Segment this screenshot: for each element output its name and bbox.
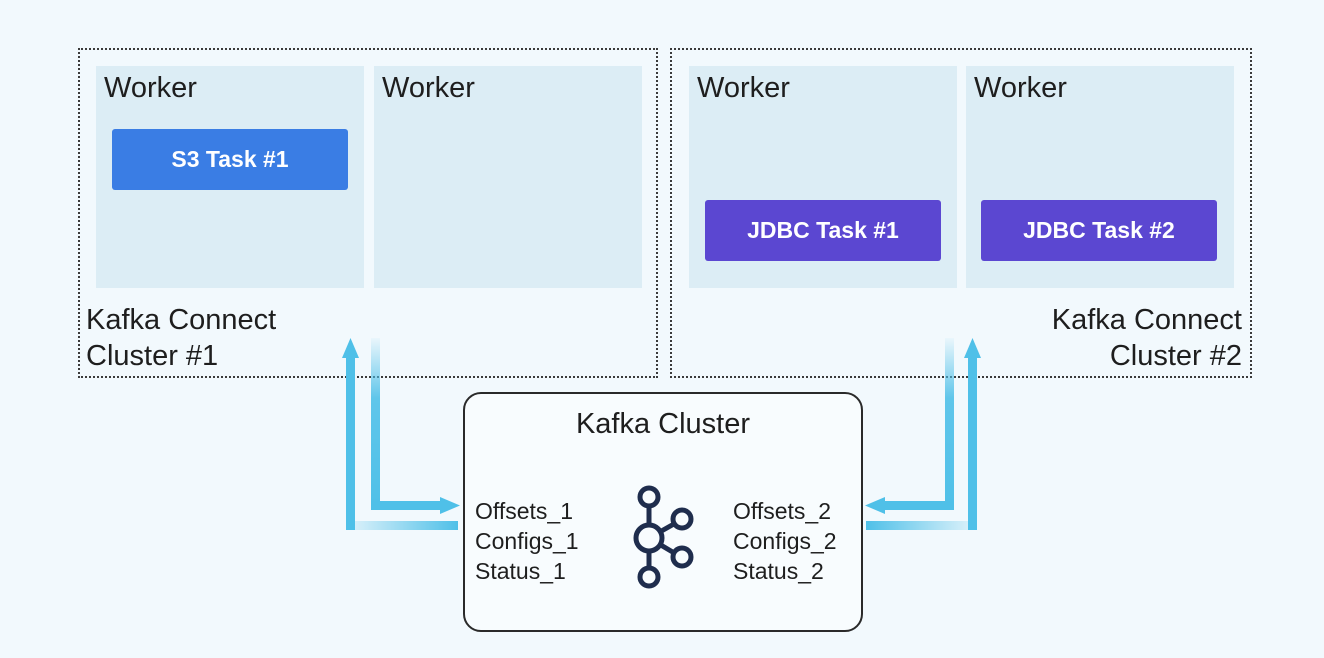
arrow-up-cluster-2 [866, 338, 981, 530]
status-1: Status_1 [475, 558, 566, 584]
status-2: Status_2 [733, 558, 824, 584]
cluster-1-title: Kafka Connect Cluster #1 [86, 302, 276, 374]
worker-2: Worker [374, 66, 642, 288]
s3-task-1: S3 Task #1 [112, 129, 348, 190]
worker-label: Worker [104, 72, 197, 104]
kafka-connect-cluster-1 [78, 48, 658, 378]
arrow-up-cluster-1 [342, 338, 458, 530]
offsets-2: Offsets_2 [733, 498, 832, 524]
cluster-1-title-line1: Kafka Connect [86, 304, 277, 336]
cluster-2-title-line2: Cluster #2 [1109, 340, 1242, 372]
worker-label: Worker [697, 72, 790, 104]
worker-label: Worker [974, 72, 1067, 104]
kafka-connect-cluster-2 [670, 48, 1252, 378]
kafka-cluster-box: Kafka Cluster [463, 392, 863, 632]
kafka-cluster-title: Kafka Cluster [575, 408, 751, 440]
configs-1: Configs_1 [475, 528, 579, 554]
jdbc-task-1: JDBC Task #1 [705, 200, 941, 261]
cluster-1-title-line2: Cluster #1 [86, 340, 219, 372]
configs-2: Configs_2 [733, 528, 837, 554]
topics-cluster-1: Offsets_1 Configs_1 Status_1 [475, 496, 579, 586]
cluster-2-title: Kafka Connect Cluster #2 [1052, 302, 1242, 374]
offsets-1: Offsets_1 [475, 498, 574, 524]
arrow-down-cluster-1 [371, 338, 460, 514]
jdbc-task-2: JDBC Task #2 [981, 200, 1217, 261]
worker-label: Worker [382, 72, 475, 104]
cluster-2-title-line1: Kafka Connect [1051, 304, 1242, 336]
topics-cluster-2: Offsets_2 Configs_2 Status_2 [733, 496, 837, 586]
arrow-down-cluster-2 [865, 338, 954, 514]
